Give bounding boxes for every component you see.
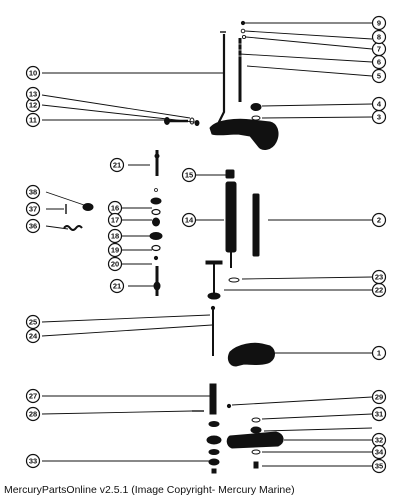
lower-shift-lever: [227, 342, 275, 367]
callout-label: 29: [375, 393, 383, 402]
callout-label: 5: [377, 72, 381, 81]
callout-label: 21: [113, 161, 121, 170]
callout-label: 17: [111, 216, 119, 225]
callout-2: 2: [371, 212, 387, 228]
left-stack-group: [149, 150, 163, 296]
lower-linkage: [192, 305, 284, 474]
callout-15: 15: [181, 167, 197, 183]
callout-34: 34: [371, 444, 387, 460]
callout-label: 4: [377, 100, 382, 109]
far-left-group: [63, 203, 94, 231]
callout-label: 20: [111, 260, 119, 269]
callout-label: 28: [29, 410, 37, 419]
callout-23: 23: [371, 269, 387, 285]
callout-17: 17: [107, 212, 123, 228]
leader-lines: [41, 22, 373, 467]
callout-label: 13: [29, 90, 37, 99]
callout-5: 5: [371, 68, 387, 84]
callout-11: 11: [25, 112, 41, 128]
callout-label: 11: [29, 116, 37, 125]
callout-label: 18: [111, 232, 119, 241]
callout-label: 9: [377, 19, 381, 28]
callout-label: 19: [111, 246, 119, 255]
callout-label: 36: [29, 222, 37, 231]
callout-1: 1: [371, 345, 387, 361]
callout-32: 32: [371, 432, 387, 448]
callout-8: 8: [371, 29, 387, 45]
callout-label: 35: [375, 462, 383, 471]
callout-label: 14: [185, 216, 194, 225]
callout-label: 24: [29, 332, 38, 341]
callout-21-bottom: 21: [109, 278, 125, 294]
callout-label: 31: [375, 410, 383, 419]
callout-18: 18: [107, 228, 123, 244]
callout-37: 37: [25, 201, 41, 217]
callout-29: 29: [371, 389, 387, 405]
callout-label: 7: [377, 45, 381, 54]
callout-label: 1: [377, 349, 381, 358]
callout-9: 9: [371, 15, 387, 31]
callout-label: 2: [377, 216, 381, 225]
callout-label: 10: [29, 69, 37, 78]
callout-label: 22: [375, 286, 383, 295]
callout-label: 21: [113, 282, 121, 291]
callout-36: 36: [25, 218, 41, 234]
callout-6: 6: [371, 54, 387, 70]
callout-10: 10: [25, 65, 41, 81]
center-shaft-group: [205, 169, 260, 300]
callout-label: 25: [29, 318, 37, 327]
callout-label: 3: [377, 113, 381, 122]
callout-label: 8: [377, 33, 381, 42]
callout-14: 14: [181, 212, 197, 228]
copyright-footer: MercuryPartsOnline v2.5.1 (Image Copyrig…: [4, 484, 295, 496]
callout-13: 13: [25, 86, 41, 102]
callout-21-top: 21: [109, 157, 125, 173]
callout-4: 4: [371, 96, 387, 112]
callout-label: 38: [29, 188, 37, 197]
callout-27: 27: [25, 388, 41, 404]
callout-label: 27: [29, 392, 37, 401]
callout-label: 33: [29, 457, 37, 466]
callout-16: 16: [107, 200, 123, 216]
callout-label: 12: [29, 101, 37, 110]
callout-label: 23: [375, 273, 383, 282]
callout-label: 16: [111, 204, 119, 213]
callout-38: 38: [25, 184, 41, 200]
callout-label: 32: [375, 436, 383, 445]
callout-label: 6: [377, 58, 381, 67]
callout-22: 22: [371, 282, 387, 298]
callout-24: 24: [25, 328, 41, 344]
callout-25: 25: [25, 314, 41, 330]
callout-35: 35: [371, 458, 387, 474]
shift-rod-bent: [215, 34, 226, 129]
upper-shift-lever: [209, 118, 279, 150]
callout-31: 31: [371, 406, 387, 422]
callout-20: 20: [107, 256, 123, 272]
callout-label: 34: [375, 448, 384, 457]
callout-label: 37: [29, 205, 37, 214]
callout-33: 33: [25, 453, 41, 469]
callout-19: 19: [107, 242, 123, 258]
callout-7: 7: [371, 41, 387, 57]
callout-28: 28: [25, 406, 41, 422]
callout-label: 15: [185, 171, 193, 180]
callout-3: 3: [371, 109, 387, 125]
